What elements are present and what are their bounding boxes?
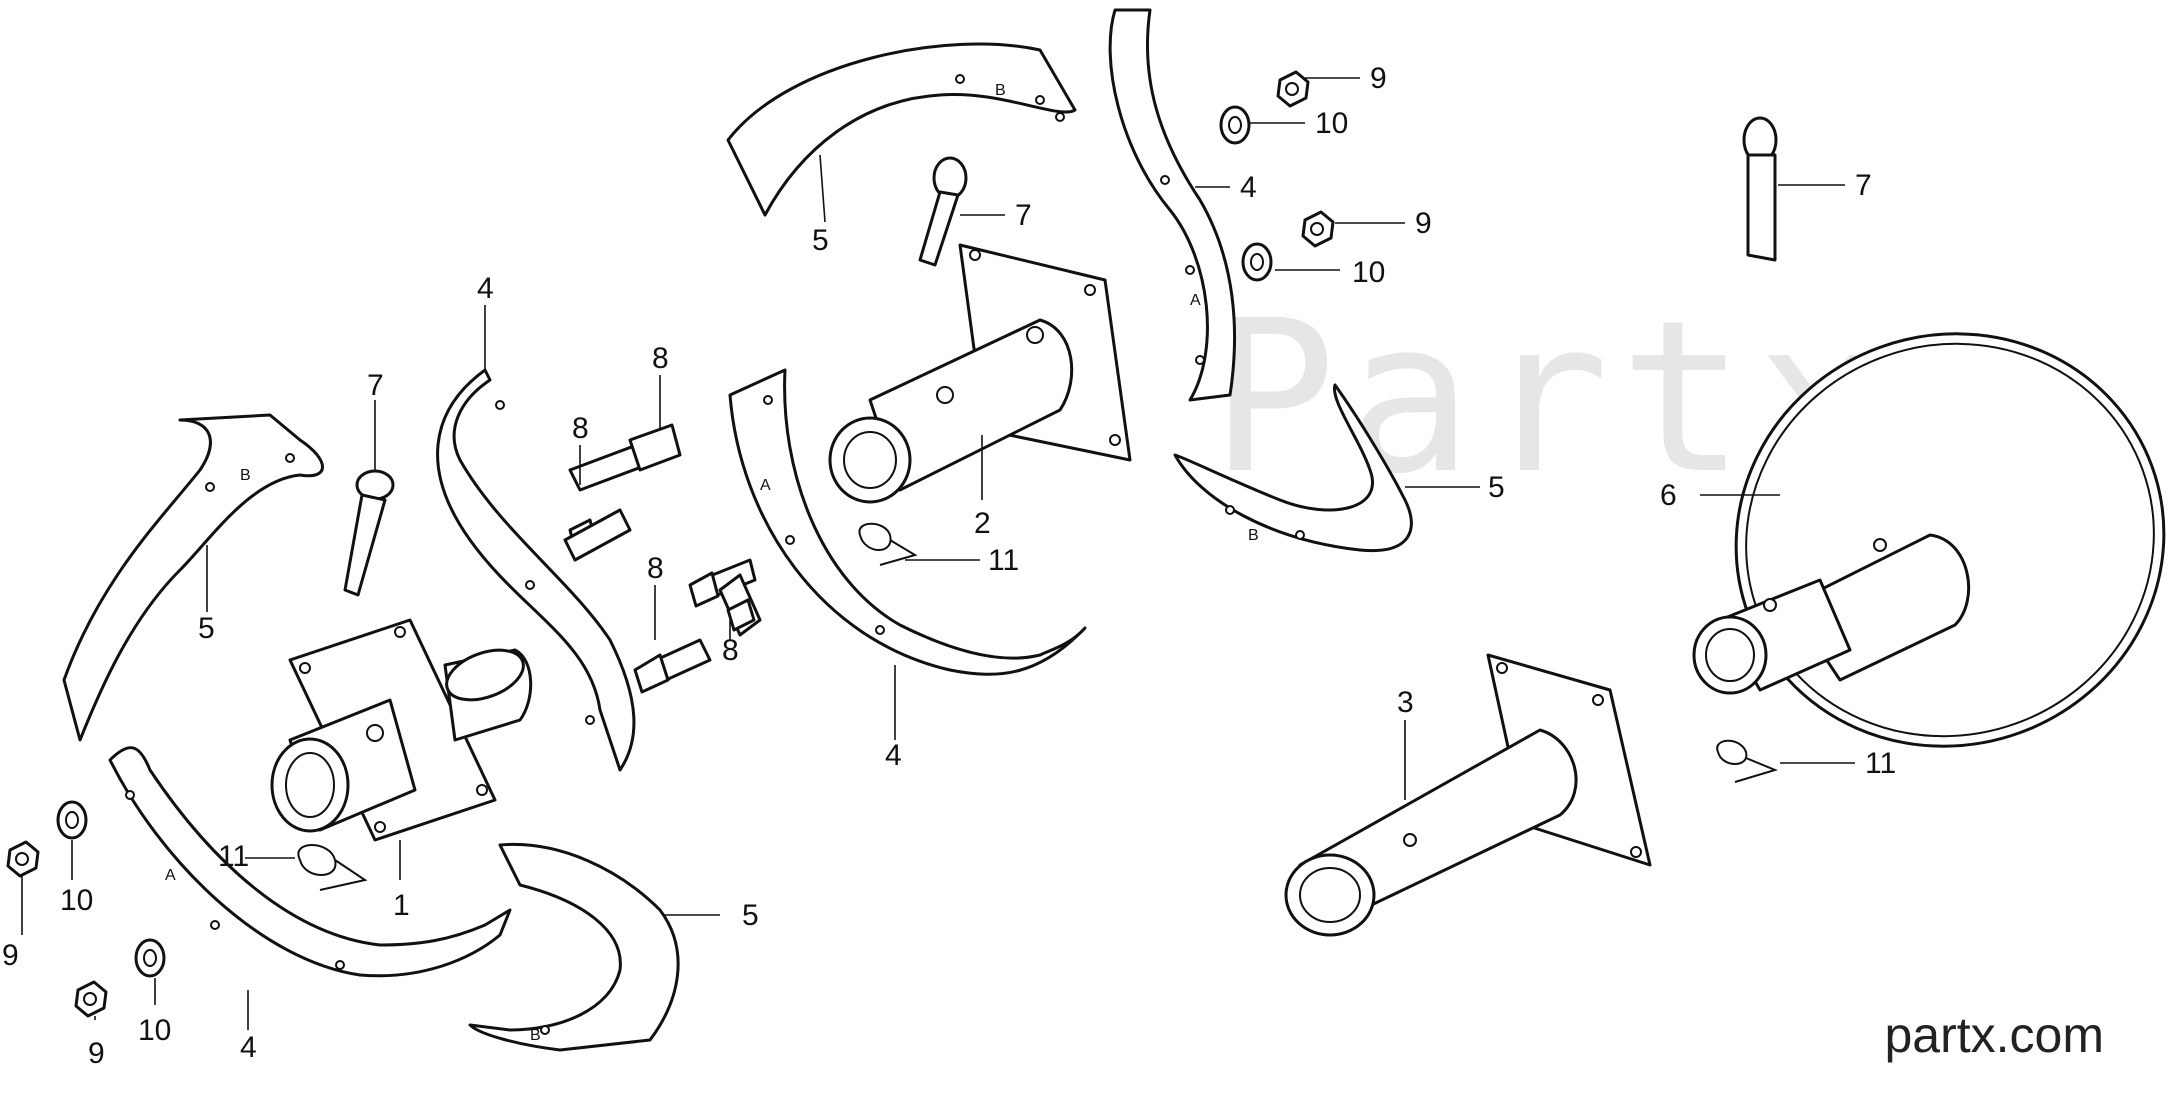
callout-7: 7 (1015, 199, 1032, 232)
callout-4: 4 (885, 739, 902, 772)
callout-4: 4 (477, 272, 494, 305)
callout-2: 2 (974, 507, 991, 540)
stamp-b-4: B (1248, 527, 1259, 544)
stamp-a-1: A (165, 867, 176, 884)
callout-10: 10 (1315, 107, 1348, 140)
stamp-b-2: B (530, 1027, 541, 1044)
callout-9: 9 (1370, 62, 1387, 95)
callout-7: 7 (1855, 169, 1872, 202)
callout-8: 8 (652, 342, 669, 375)
callout-1: 1 (393, 889, 410, 922)
brand-watermark: partx.com (1884, 1007, 2104, 1063)
callout-11: 11 (218, 840, 249, 873)
callout-5: 5 (198, 612, 215, 645)
tine-top-center (726, 42, 1077, 217)
tine-upper-right (1108, 8, 1237, 402)
callout-10: 10 (1352, 256, 1385, 289)
callout-5: 5 (1488, 471, 1505, 504)
callout-8: 8 (572, 412, 589, 445)
callout-4: 4 (240, 1031, 257, 1064)
callout-10: 10 (138, 1014, 171, 1047)
callout-5: 5 (812, 224, 829, 257)
stamp-b-1: B (240, 467, 251, 484)
tine-lower-center (468, 842, 680, 1052)
stamp-a-3: A (1190, 292, 1201, 309)
tine-lower-left (108, 746, 512, 978)
callout-11: 11 (988, 544, 1019, 577)
stamp-b-3: B (995, 82, 1006, 99)
callout-5: 5 (742, 899, 759, 932)
callout-9: 9 (88, 1037, 105, 1070)
callout-6: 6 (1660, 479, 1677, 512)
callout-4: 4 (1240, 171, 1257, 204)
callout-11: 11 (1865, 747, 1896, 780)
callout-3: 3 (1397, 686, 1414, 719)
callout-9: 9 (2, 939, 19, 972)
stamp-a-2: A (760, 477, 771, 494)
callout-10: 10 (60, 884, 93, 917)
callout-8: 8 (647, 552, 664, 585)
callout-8: 8 (722, 634, 739, 667)
tine-center-left (436, 368, 636, 772)
callout-9: 9 (1415, 207, 1432, 240)
tine-upper-left (62, 413, 324, 742)
callout-7: 7 (367, 369, 384, 402)
